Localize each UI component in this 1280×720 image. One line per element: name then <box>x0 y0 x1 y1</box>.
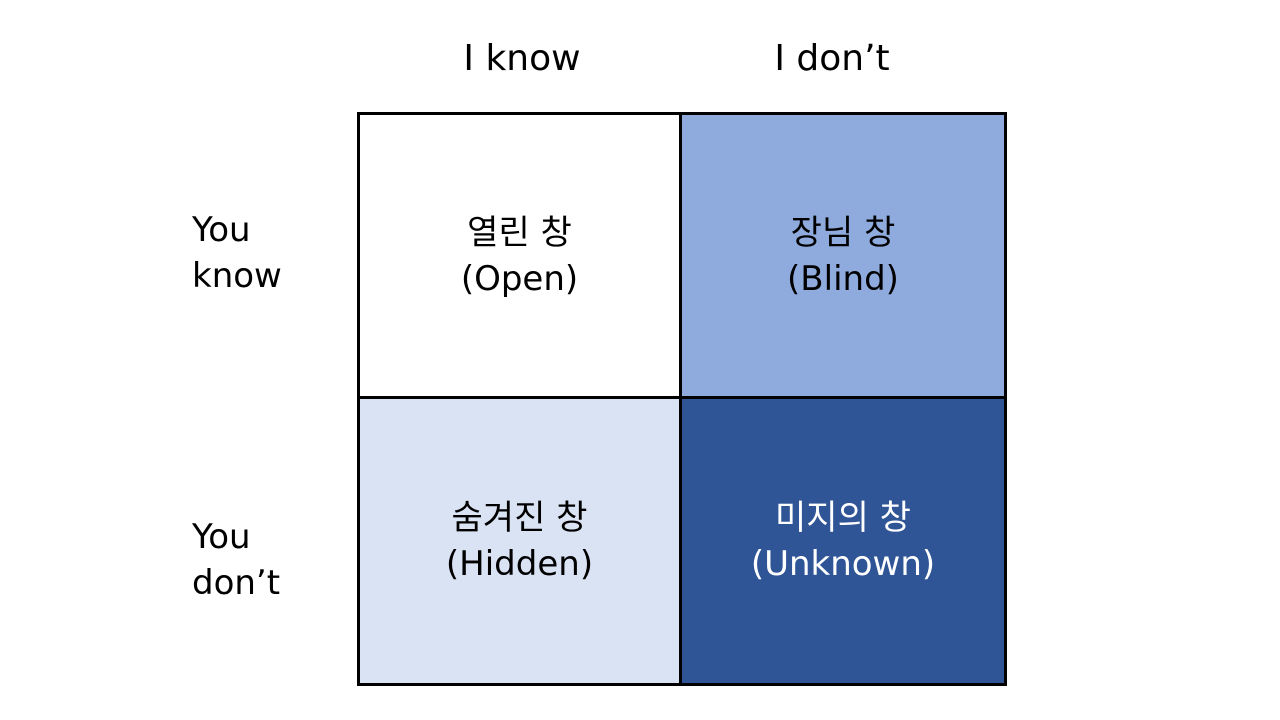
row-label-you-know: You know <box>192 207 282 299</box>
quadrant-english-label: (Blind) <box>787 258 899 299</box>
row-label-line2: know <box>192 256 282 296</box>
quadrant-korean-label: 미지의 창 <box>775 498 911 538</box>
quadrant-korean-label: 장님 창 <box>790 212 896 253</box>
quadrant-open: 열린 창 (Open) <box>360 115 682 399</box>
quadrant-blind: 장님 창 (Blind) <box>682 115 1004 399</box>
row-label-line2: don’t <box>192 563 281 603</box>
quadrant-unknown: 미지의 창 (Unknown) <box>682 399 1004 683</box>
quadrant-english-label: (Open) <box>460 258 579 299</box>
quadrant-korean-label: 열린 창 <box>467 212 572 253</box>
row-label-you-dont: You don’t <box>192 514 280 606</box>
johari-window-grid: 열린 창 (Open) 장님 창 (Blind) 숨겨진 창 (Hidden) … <box>357 112 1007 686</box>
row-label-line1: You <box>192 517 251 557</box>
row-label-line1: You <box>192 210 251 250</box>
quadrant-english-label: (Hidden) <box>445 544 594 584</box>
quadrant-hidden: 숨겨진 창 (Hidden) <box>360 399 682 683</box>
column-label-i-dont: I don’t <box>774 38 890 79</box>
column-label-i-know: I know <box>463 38 581 79</box>
quadrant-korean-label: 숨겨진 창 <box>451 498 588 538</box>
quadrant-english-label: (Unknown) <box>750 544 936 584</box>
